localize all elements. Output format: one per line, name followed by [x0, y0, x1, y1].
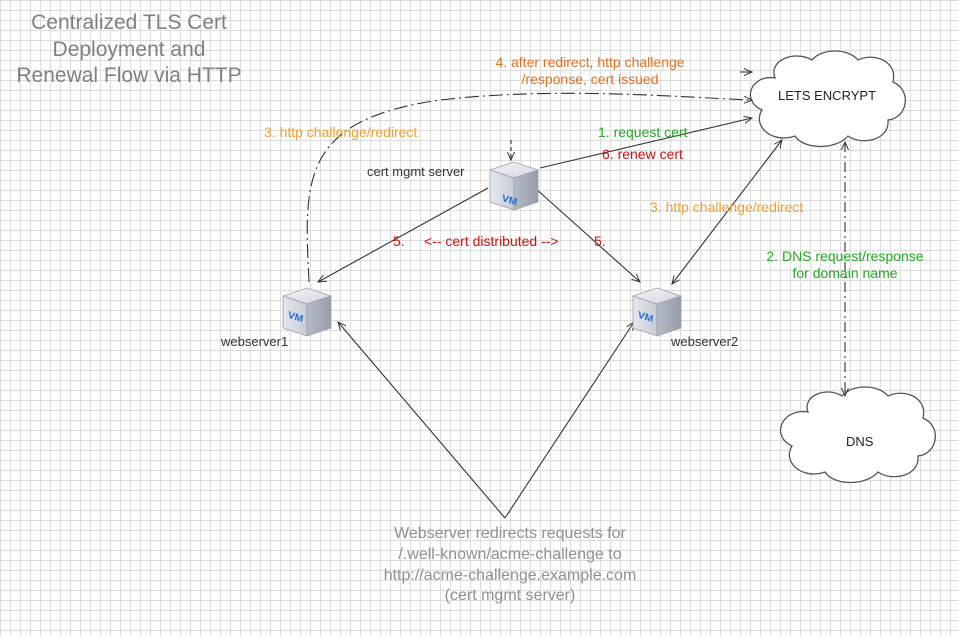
step4-label: 4. after redirect, http challenge /respo… — [484, 54, 696, 88]
flow-step5-left-line — [318, 187, 489, 282]
redirect-line-webserver1 — [338, 322, 506, 519]
title-line-2: Deployment and — [52, 37, 206, 61]
vm-badge-text: VM — [638, 310, 653, 326]
step3-left-label: 3. http challenge/redirect — [264, 124, 418, 140]
cert-distributed-label: <-- cert distributed --> — [424, 233, 559, 249]
redirect-note-line-1: Webserver redirects requests for — [394, 525, 626, 542]
step5-right-label: 5. — [594, 233, 606, 249]
lets-encrypt-label: LETS ENCRYPT — [778, 88, 877, 103]
webserver2-label: webserver2 — [671, 334, 739, 349]
step1-label: 1. request cert — [598, 124, 688, 140]
redirect-line-webserver2 — [504, 322, 634, 519]
vm-badge-text: VM — [288, 310, 303, 326]
step3-right-label: 3. http challenge/redirect — [650, 199, 804, 215]
dns-cloud — [779, 386, 936, 484]
step5-left-label: 5. — [393, 233, 405, 249]
webserver1-label: webserver1 — [221, 334, 289, 349]
flow-step4-line — [306, 92, 752, 283]
flow-step5-right-line — [534, 187, 640, 282]
step4-label-line-1: 4. after redirect, http challenge — [495, 54, 685, 70]
cert-mgmt-server-label: cert mgmt server — [367, 164, 465, 179]
redirect-note-line-4: (cert mgmt server) — [444, 587, 576, 605]
flow-step3-right-line — [672, 140, 782, 284]
cert-mgmt-server-vm-icon[interactable]: VM — [488, 161, 540, 211]
diagram-title: Centralized TLS Cert Deployment and Rene… — [8, 10, 250, 90]
title-line-1: Centralized TLS Cert — [31, 11, 227, 34]
title-line-3: Renewal Flow via HTTP — [16, 64, 242, 88]
webserver1-vm-icon[interactable]: VM — [281, 287, 333, 337]
vm-badge-text: VM — [502, 193, 517, 209]
step6-label: 6. renew cert — [602, 146, 683, 162]
step2-label: 2. DNS request/response for domain name — [760, 248, 930, 282]
redirect-note-line-3: http://acme-challenge.example.com — [383, 566, 637, 584]
step2-label-line-2: for domain name — [792, 264, 898, 281]
dns-label: DNS — [846, 434, 874, 449]
lets-encrypt-cloud — [749, 50, 906, 148]
step2-label-line-1: 2. DNS request/response — [766, 248, 924, 264]
webserver2-vm-icon[interactable]: VM — [631, 287, 683, 337]
step4-label-line-2: /response, cert issued — [521, 70, 659, 87]
redirect-note: Webserver redirects requests for /.well-… — [350, 524, 670, 607]
flow-step1-line — [539, 118, 752, 169]
redirect-note-line-2: /.well-known/acme-challenge to — [398, 545, 622, 563]
